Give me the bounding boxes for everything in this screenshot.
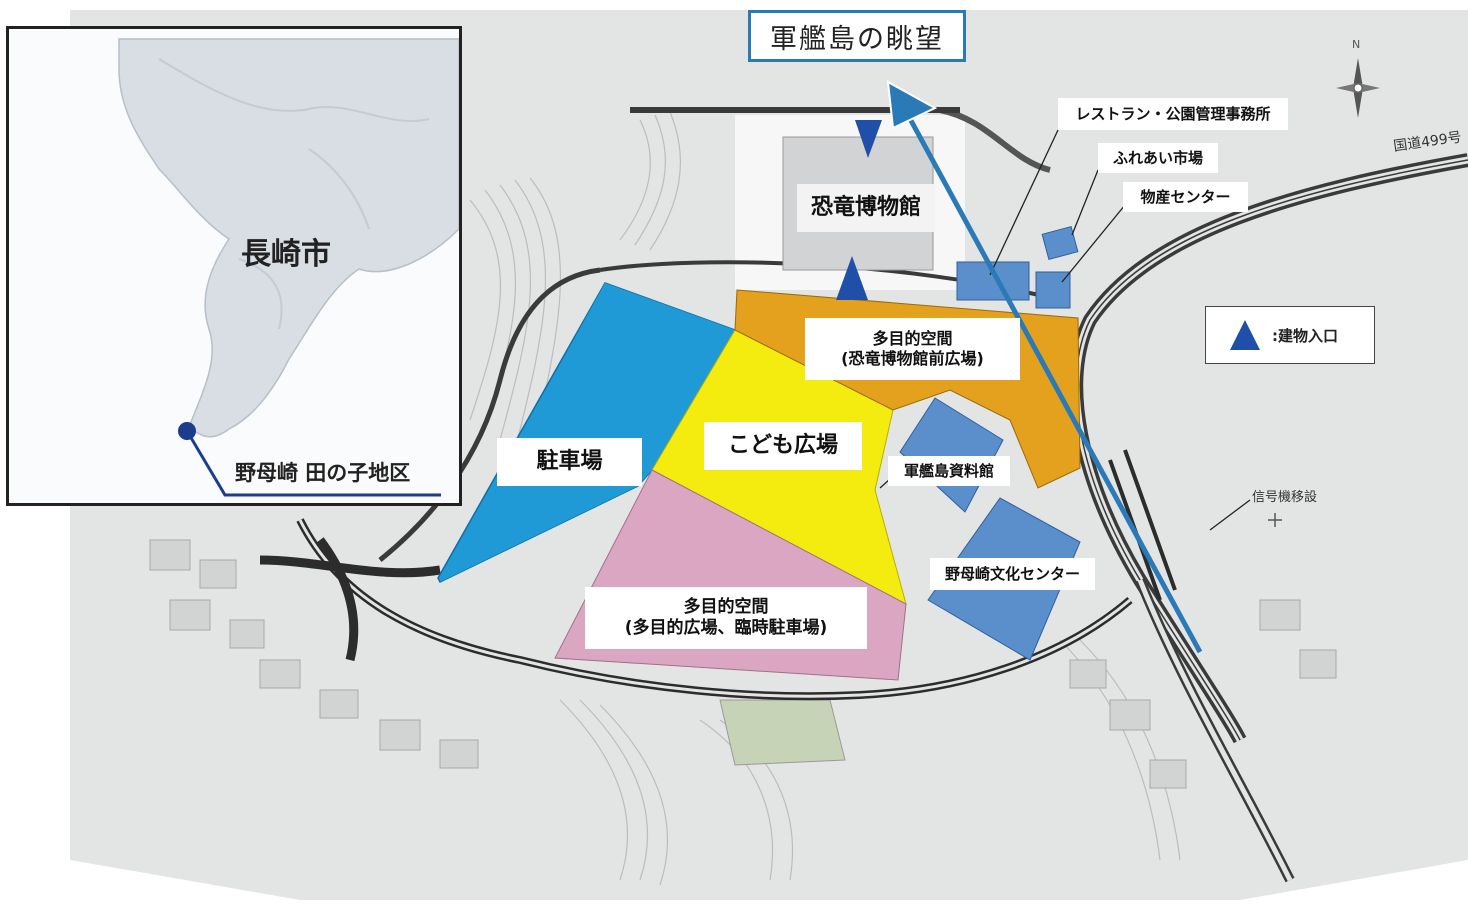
shoreline (939, 107, 1051, 173)
entrance-triangle-icon (836, 256, 868, 300)
green-patch (719, 699, 846, 766)
inset-district-label: 野母崎 田の子地区 (235, 461, 411, 485)
culture-center-label: 野母崎文化センター (930, 558, 1095, 590)
view-label: 軍艦島の眺望 (748, 10, 966, 62)
fureai-market-building (1041, 225, 1079, 261)
legend: :建物入口 (1205, 306, 1375, 364)
multipurpose-front-line1: 多目的空間 (872, 329, 953, 348)
inset-location-marker-icon (178, 422, 196, 440)
inset-landmass (118, 38, 459, 497)
inset-leader-line (185, 430, 441, 497)
inset-map: 長崎市 野母崎 田の子地区 (6, 26, 462, 506)
gunkanjima-museum-label: 軍艦島資料館 (888, 456, 1010, 486)
products-center-building (1035, 271, 1071, 309)
legend-entrance-label: :建物入口 (1272, 326, 1338, 345)
triangle-entrance-icon (1230, 320, 1260, 350)
multipurpose-front-line2: (恐竜博物館前広場) (841, 349, 984, 368)
dinosaur-museum-label: 恐竜博物館 (797, 184, 935, 232)
multipurpose-main-line2: (多目的広場、臨時駐車場) (624, 618, 828, 638)
inset-city-label: 長崎市 (241, 237, 331, 272)
multipurpose-front-label: 多目的空間 (恐竜博物館前広場) (805, 318, 1020, 380)
restaurant-label: レストラン・公園管理事務所 (1058, 98, 1288, 130)
view-sight-line (899, 102, 1203, 654)
north-label: N (1352, 38, 1361, 51)
survey-cross-icon (1268, 513, 1282, 527)
parking-label: 駐車場 (497, 438, 642, 486)
compass-icon (1336, 58, 1380, 118)
entrance-triangle-icon (855, 120, 882, 158)
multipurpose-main-line1: 多目的空間 (683, 596, 769, 617)
multipurpose-main-label: 多目的空間 (多目的広場、臨時駐車場) (585, 587, 867, 649)
view-arrow-icon (886, 80, 938, 130)
products-center-label: 物産センター (1123, 182, 1248, 212)
kids-plaza-label: こども広場 (704, 422, 862, 470)
terrain-contours (469, 111, 1181, 886)
zone-parking-fill (440, 283, 735, 582)
signal-relocation-label: 信号機移設 (1252, 490, 1318, 505)
fureai-market-label: ふれあい市場 (1098, 143, 1218, 173)
building-blocks (149, 539, 1337, 789)
